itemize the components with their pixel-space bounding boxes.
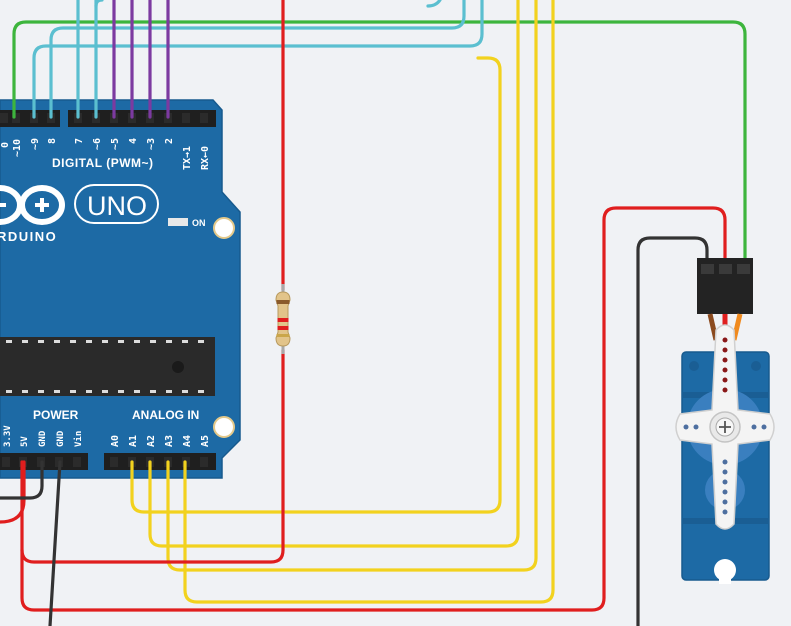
power-pin-label: GND bbox=[56, 430, 66, 447]
power-pin-label: GND bbox=[38, 430, 48, 447]
on-label: ON bbox=[192, 218, 206, 228]
digital-pin-label: ~9 bbox=[30, 138, 41, 150]
chip-notch bbox=[172, 361, 184, 373]
wire-cyan[interactable] bbox=[94, 0, 104, 8]
servo-motor[interactable] bbox=[675, 258, 775, 584]
digital-pin-label: 4 bbox=[128, 138, 139, 144]
wire-yellow[interactable] bbox=[130, 56, 502, 514]
wire-cyan[interactable] bbox=[49, 0, 466, 119]
analog-pin-label: A0 bbox=[110, 435, 121, 447]
analog-pin-label: A3 bbox=[164, 435, 175, 447]
analog-header bbox=[104, 453, 216, 470]
digital-pin-label: ~10 bbox=[12, 139, 23, 157]
wire-black[interactable] bbox=[636, 236, 709, 626]
wire-black[interactable] bbox=[0, 460, 44, 500]
digital-pin-label: ~6 bbox=[92, 138, 103, 150]
on-led-icon bbox=[168, 218, 188, 226]
chip-pin-row bbox=[6, 340, 204, 393]
mounting-hole bbox=[213, 217, 235, 239]
digital-pin-label: TX→1 bbox=[182, 146, 193, 170]
wire-cyan[interactable] bbox=[426, 0, 442, 8]
analog-pin-label: A1 bbox=[128, 435, 139, 447]
power-pin-label: 3.3V bbox=[3, 425, 13, 447]
digital-pin-label: 0 bbox=[0, 142, 11, 148]
wire-red[interactable] bbox=[20, 206, 727, 612]
wire-green[interactable] bbox=[12, 20, 747, 267]
analog-pin-label: A4 bbox=[182, 435, 193, 447]
digital-pin-label: ~5 bbox=[110, 138, 121, 150]
digital-pin-label: 8 bbox=[47, 138, 58, 144]
digital-header-label: DIGITAL (PWM~) bbox=[52, 156, 154, 170]
analog-header-label: ANALOG IN bbox=[132, 408, 199, 422]
model-label: UNO bbox=[87, 191, 147, 221]
brand-text: RDUINO bbox=[0, 229, 57, 244]
digital-pin-label: RX←0 bbox=[200, 146, 211, 170]
power-header-label: POWER bbox=[33, 408, 79, 422]
plus-screw-icon bbox=[719, 421, 731, 433]
wires bbox=[0, 0, 747, 626]
uno-badge bbox=[74, 184, 159, 224]
arduino-logo-icon bbox=[0, 185, 65, 225]
digital-pin-label: 2 bbox=[164, 138, 175, 144]
digital-pin-label: 7 bbox=[74, 138, 85, 144]
analog-pin-label: A2 bbox=[146, 435, 157, 447]
arduino-uno-board[interactable]: RDUINO UNO ON bbox=[0, 99, 241, 479]
digital-header bbox=[68, 110, 216, 127]
resistor-icon[interactable] bbox=[275, 284, 291, 354]
wire-black[interactable] bbox=[48, 460, 62, 626]
wire-cyan[interactable] bbox=[32, 0, 484, 119]
wire-red[interactable] bbox=[0, 460, 26, 524]
wire-yellow[interactable] bbox=[148, 0, 520, 548]
wire-yellow[interactable] bbox=[183, 0, 555, 604]
digital-pin-label: ~3 bbox=[146, 138, 157, 150]
power-pin-label: Vin bbox=[73, 431, 84, 447]
power-pin-label: 5V bbox=[20, 436, 30, 447]
analog-pin-label: A5 bbox=[200, 435, 211, 447]
mounting-hole bbox=[213, 416, 235, 438]
